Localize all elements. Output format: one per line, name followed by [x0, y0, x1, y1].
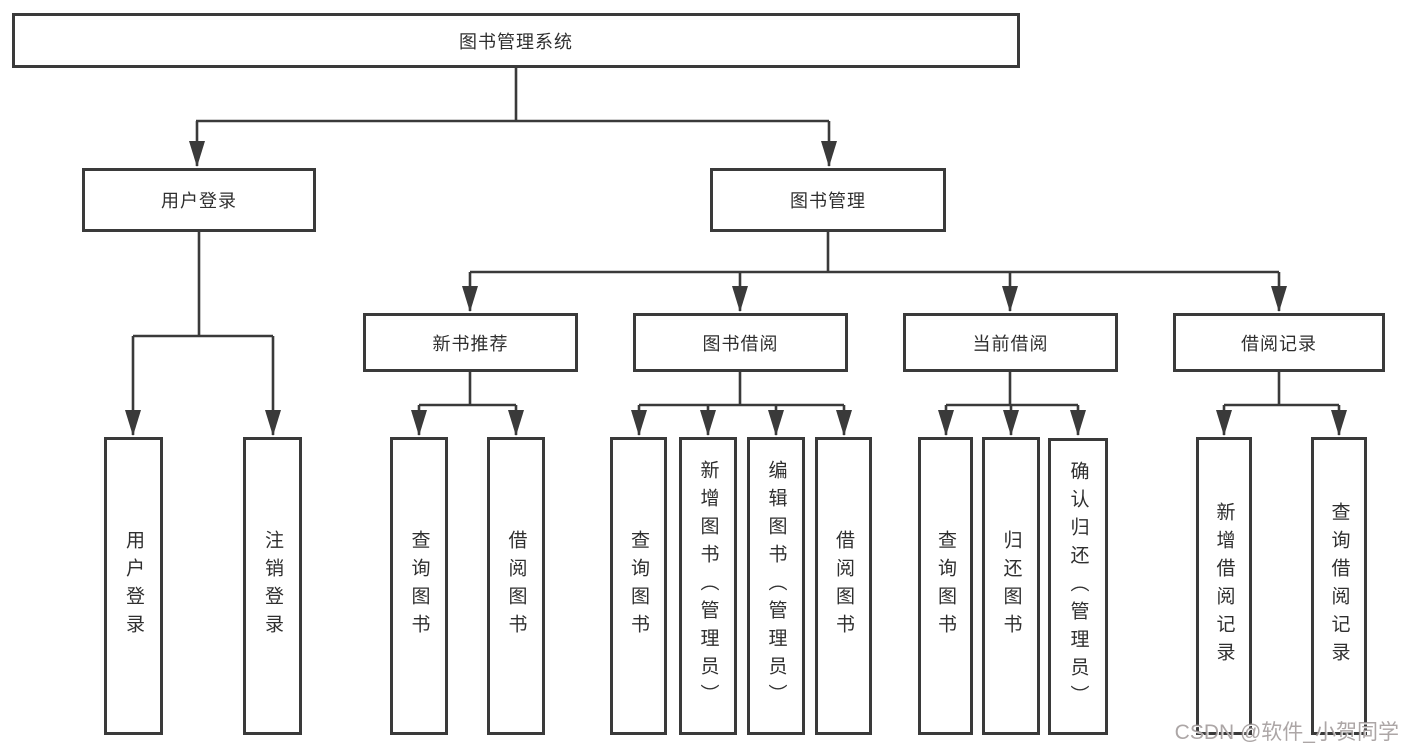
leaf-label: 查询图书	[408, 530, 430, 642]
leaf-user-login: 用户登录	[104, 437, 163, 735]
leaf-edit-books-admin: 编辑图书（管理员）	[747, 437, 805, 735]
node-borrow-records: 借阅记录	[1173, 313, 1385, 372]
leaf-query-books-current: 查询图书	[918, 437, 973, 735]
leaf-add-borrow-record: 新增借阅记录	[1196, 437, 1252, 735]
node-label: 新书推荐	[432, 333, 509, 354]
leaf-borrow-books-recommend: 借阅图书	[487, 437, 545, 735]
leaf-label: 查询图书	[628, 530, 649, 642]
leaf-label: 编辑图书（管理员）	[765, 460, 787, 712]
leaf-return-books: 归还图书	[982, 437, 1040, 735]
leaf-label: 确认归还（管理员）	[1067, 460, 1089, 713]
node-label: 图书借阅	[702, 333, 779, 354]
node-label: 借阅记录	[1241, 333, 1317, 354]
node-user-login: 用户登录	[82, 168, 316, 232]
leaf-query-books-recommend: 查询图书	[390, 437, 448, 735]
node-current-borrow: 当前借阅	[903, 313, 1118, 372]
node-new-book-recommend: 新书推荐	[363, 313, 578, 372]
node-library-management-system: 图书管理系统	[12, 13, 1020, 68]
leaf-label: 注销登录	[262, 530, 283, 642]
leaf-label: 查询借阅记录	[1328, 502, 1350, 670]
node-label: 用户登录	[161, 191, 237, 211]
leaf-query-borrow-record: 查询借阅记录	[1311, 437, 1367, 735]
leaf-borrow-books: 借阅图书	[815, 437, 872, 735]
node-book-borrow: 图书借阅	[633, 313, 848, 372]
node-label: 当前借阅	[972, 333, 1049, 354]
leaf-label: 借阅图书	[505, 530, 527, 642]
node-label: 图书管理	[790, 191, 866, 211]
leaf-logout: 注销登录	[243, 437, 302, 735]
leaf-label: 借阅图书	[833, 530, 854, 642]
leaf-label: 新增图书（管理员）	[697, 460, 719, 712]
leaf-confirm-return-admin: 确认归还（管理员）	[1048, 438, 1108, 735]
leaf-label: 查询图书	[935, 530, 956, 642]
node-label: 图书管理系统	[459, 31, 573, 52]
leaf-query-books-borrow: 查询图书	[610, 437, 667, 735]
csdn-watermark: CSDN @软件_小贺同学	[1174, 721, 1399, 744]
node-book-management: 图书管理	[710, 168, 946, 232]
leaf-label: 归还图书	[1000, 530, 1022, 642]
leaf-label: 新增借阅记录	[1213, 502, 1235, 670]
leaf-add-books-admin: 新增图书（管理员）	[679, 437, 737, 735]
leaf-label: 用户登录	[123, 530, 144, 642]
